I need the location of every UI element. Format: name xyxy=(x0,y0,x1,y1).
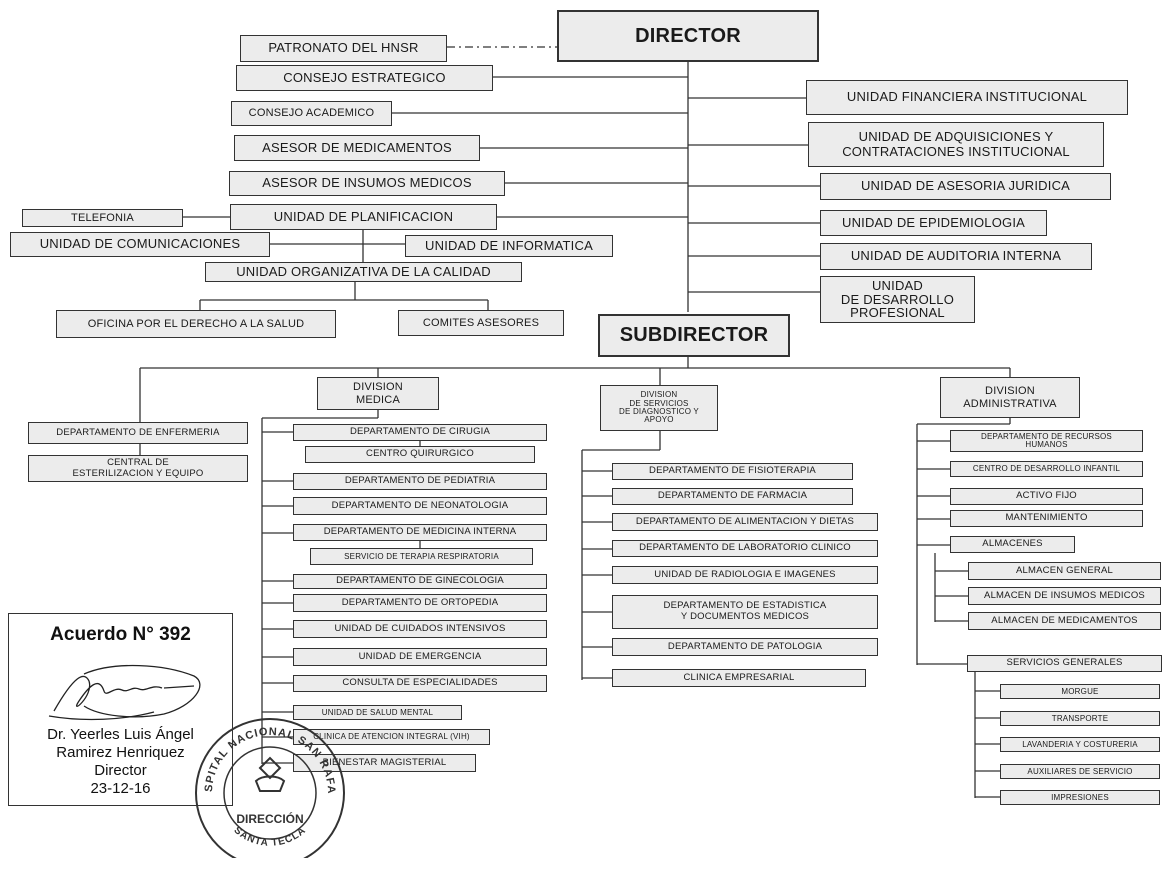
estadistica-box: DEPARTAMENTO DE ESTADISTICA Y DOCUMENTOS… xyxy=(612,595,878,629)
asesor-medicamentos-box: ASESOR DE MEDICAMENTOS xyxy=(234,135,480,161)
acuerdo-signer: Dr. Yeerles Luis Ángel Ramirez Henriquez… xyxy=(47,726,194,797)
fisioterapia-box: DEPARTAMENTO DE FISIOTERAPIA xyxy=(612,463,853,480)
centro-quirurgico-box: CENTRO QUIRURGICO xyxy=(305,446,535,463)
almacen-insumos-box: ALMACEN DE INSUMOS MEDICOS xyxy=(968,587,1161,605)
vih-clinica-box: CLINICA DE ATENCION INTEGRAL (VIH) xyxy=(293,729,490,745)
derecho-salud-box: OFICINA POR EL DERECHO A LA SALUD xyxy=(56,310,336,338)
comites-box: COMITES ASESORES xyxy=(398,310,564,336)
adquisiciones-box: UNIDAD DE ADQUISICIONES Y CONTRATACIONES… xyxy=(808,122,1104,167)
medicina-interna-box: DEPARTAMENTO DE MEDICINA INTERNA xyxy=(293,524,547,541)
acuerdo-title: Acuerdo N° 392 xyxy=(50,624,191,645)
auditoria-box: UNIDAD DE AUDITORIA INTERNA xyxy=(820,243,1092,270)
impresiones-box: IMPRESIONES xyxy=(1000,790,1160,805)
informatica-box: UNIDAD DE INFORMATICA xyxy=(405,235,613,257)
consejo-estrategico-box: CONSEJO ESTRATEGICO xyxy=(236,65,493,91)
almacen-general-box: ALMACEN GENERAL xyxy=(968,562,1161,580)
emergencia-box: UNIDAD DE EMERGENCIA xyxy=(293,648,547,666)
ortopedia-box: DEPARTAMENTO DE ORTOPEDIA xyxy=(293,594,547,612)
seal-bottom-text: SANTA TECLA xyxy=(232,825,308,849)
farmacia-box: DEPARTAMENTO DE FARMACIA xyxy=(612,488,853,505)
acuerdo-box: Acuerdo N° 392 Dr. Yeerles Luis Ángel Ra… xyxy=(8,613,233,806)
comunicaciones-box: UNIDAD DE COMUNICACIONES xyxy=(10,232,270,257)
division-medica-box: DIVISION MEDICA xyxy=(317,377,439,410)
seal-center-text: DIRECCIÓN xyxy=(236,811,303,826)
activo-fijo-box: ACTIVO FIJO xyxy=(950,488,1143,505)
almacenes-box: ALMACENES xyxy=(950,536,1075,553)
transporte-box: TRANSPORTE xyxy=(1000,711,1160,726)
pediatria-box: DEPARTAMENTO DE PEDIATRIA xyxy=(293,473,547,490)
laboratorio-box: DEPARTAMENTO DE LABORATORIO CLINICO xyxy=(612,540,878,557)
subdirector-box: SUBDIRECTOR xyxy=(598,314,790,357)
financiera-box: UNIDAD FINANCIERA INSTITUCIONAL xyxy=(806,80,1128,115)
division-diagnostico-box: DIVISION DE SERVICIOS DE DIAGNOSTICO Y A… xyxy=(600,385,718,431)
desarrollo-profesional-box: UNIDAD DE DESARROLLO PROFESIONAL xyxy=(820,276,975,323)
cirugia-box: DEPARTAMENTO DE CIRUGIA xyxy=(293,424,547,441)
especialidades-box: CONSULTA DE ESPECIALIDADES xyxy=(293,675,547,692)
juridica-box: UNIDAD DE ASESORIA JURIDICA xyxy=(820,173,1111,200)
enfermeria-box: DEPARTAMENTO DE ENFERMERIA xyxy=(28,422,248,444)
recursos-humanos-box: DEPARTAMENTO DE RECURSOS HUMANOS xyxy=(950,430,1143,452)
division-administrativa-box: DIVISION ADMINISTRATIVA xyxy=(940,377,1080,418)
consejo-academico-box: CONSEJO ACADEMICO xyxy=(231,101,392,126)
calidad-box: UNIDAD ORGANIZATIVA DE LA CALIDAD xyxy=(205,262,522,282)
director-box: DIRECTOR xyxy=(557,10,819,62)
servicios-generales-box: SERVICIOS GENERALES xyxy=(967,655,1162,672)
clinica-empresarial-box: CLINICA EMPRESARIAL xyxy=(612,669,866,687)
radiologia-box: UNIDAD DE RADIOLOGIA E IMAGENES xyxy=(612,566,878,584)
desarrollo-infantil-box: CENTRO DE DESARROLLO INFANTIL xyxy=(950,461,1143,477)
alimentacion-box: DEPARTAMENTO DE ALIMENTACION Y DIETAS xyxy=(612,513,878,531)
hospital-seal-icon: HOSPITAL NACIONAL SAN RAFAEL SANTA TECLA… xyxy=(190,713,345,858)
epidemiologia-box: UNIDAD DE EPIDEMIOLOGIA xyxy=(820,210,1047,236)
morgue-box: MORGUE xyxy=(1000,684,1160,699)
mantenimiento-box: MANTENIMIENTO xyxy=(950,510,1143,527)
planificacion-box: UNIDAD DE PLANIFICACION xyxy=(230,204,497,230)
ginecologia-box: DEPARTAMENTO DE GINECOLOGIA xyxy=(293,574,547,589)
patronato-box: PATRONATO DEL HNSR xyxy=(240,35,447,62)
patologia-box: DEPARTAMENTO DE PATOLOGIA xyxy=(612,638,878,656)
neonatologia-box: DEPARTAMENTO DE NEONATOLOGIA xyxy=(293,497,547,515)
cuidados-intensivos-box: UNIDAD DE CUIDADOS INTENSIVOS xyxy=(293,620,547,638)
almacen-medicamentos-box: ALMACEN DE MEDICAMENTOS xyxy=(968,612,1161,630)
asesor-insumos-box: ASESOR DE INSUMOS MEDICOS xyxy=(229,171,505,196)
signature-icon xyxy=(48,664,201,721)
lavanderia-box: LAVANDERIA Y COSTURERIA xyxy=(1000,737,1160,752)
salud-mental-box: UNIDAD DE SALUD MENTAL xyxy=(293,705,462,720)
svg-text:SANTA TECLA: SANTA TECLA xyxy=(232,825,309,849)
telefonia-box: TELEFONIA xyxy=(22,209,183,227)
central-esterilizacion-box: CENTRAL DE ESTERILIZACION Y EQUIPO xyxy=(28,455,248,482)
terapia-respiratoria-box: SERVICIO DE TERAPIA RESPIRATORIA xyxy=(310,548,533,565)
auxiliares-box: AUXILIARES DE SERVICIO xyxy=(1000,764,1160,779)
